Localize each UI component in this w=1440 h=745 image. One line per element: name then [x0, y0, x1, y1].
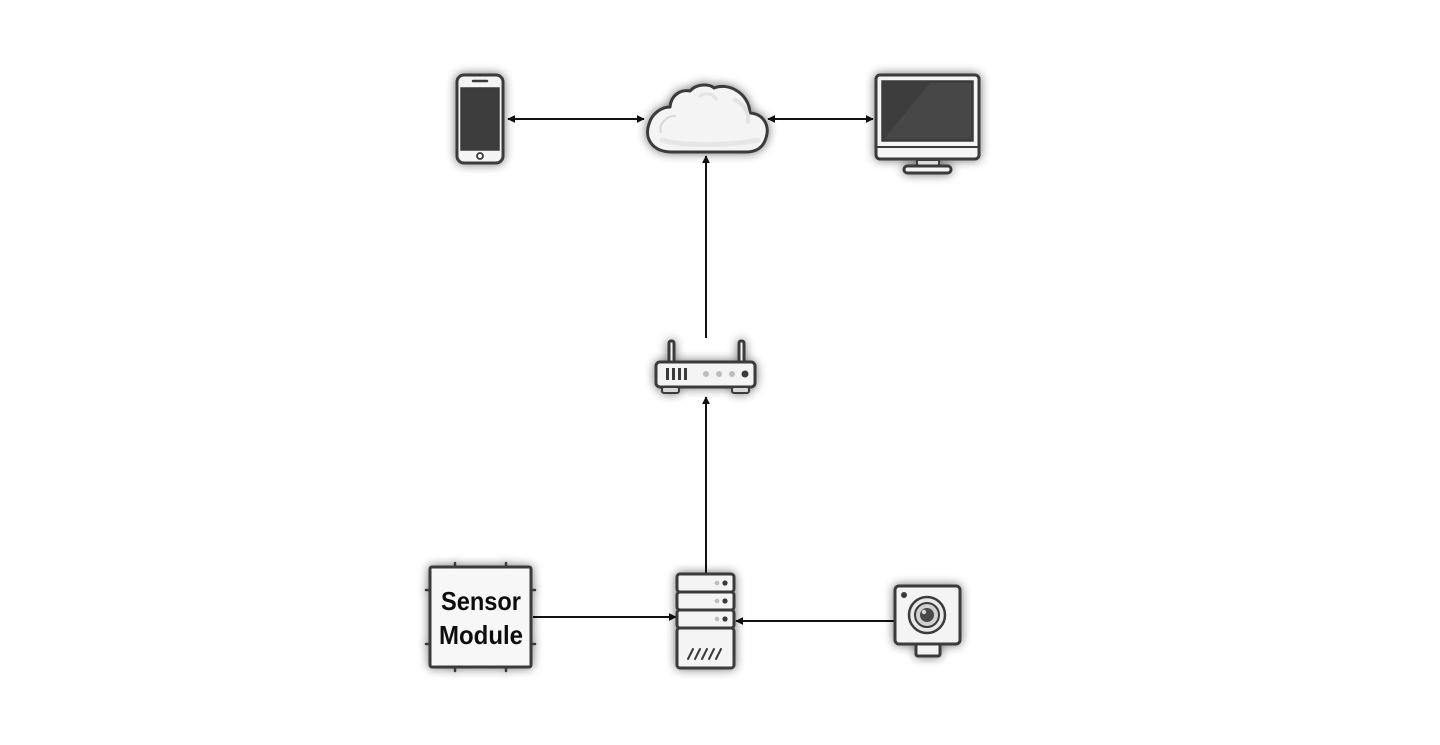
sensor-label-line2: Module — [439, 620, 523, 650]
server-icon — [675, 572, 736, 670]
cloud-icon — [646, 83, 769, 154]
camera-icon — [893, 584, 962, 658]
connections — [507, 115, 894, 625]
desktop-monitor-icon — [874, 73, 981, 175]
smartphone-icon — [455, 73, 505, 165]
wifi-router-icon — [654, 339, 757, 394]
sensor-module: Sensor Module — [424, 561, 537, 673]
sensor-label-line1: Sensor — [441, 586, 521, 616]
